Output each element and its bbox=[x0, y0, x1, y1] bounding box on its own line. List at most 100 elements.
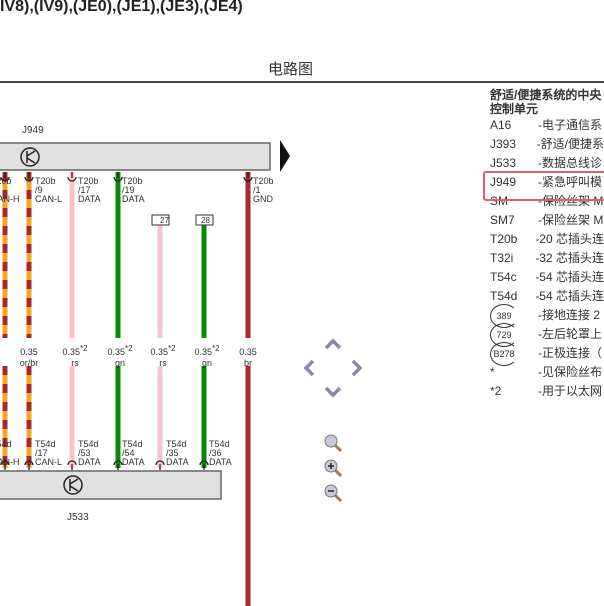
legend-item: J949-紧急呼叫模 bbox=[490, 173, 604, 192]
pin-connector-icon bbox=[155, 460, 165, 466]
ref-box-28 bbox=[195, 214, 214, 226]
legend-item: 389-接地连接 2 bbox=[490, 304, 604, 328]
continue-arrow-icon bbox=[280, 140, 290, 172]
circuit-diagram[interactable] bbox=[0, 0, 480, 606]
text-label: T54d bbox=[122, 439, 143, 449]
text-label: -数据总线诊 bbox=[538, 156, 602, 170]
text-label: *2 bbox=[124, 344, 133, 353]
zoom-in-button[interactable] bbox=[322, 457, 344, 479]
text-label: CAN-L bbox=[35, 194, 63, 204]
pin-connector-icon bbox=[67, 460, 77, 466]
text-label: /36 bbox=[209, 448, 222, 458]
text-label: CAN-H bbox=[0, 194, 20, 204]
text-label: J533 bbox=[490, 156, 517, 170]
text-label: SM bbox=[490, 194, 508, 208]
text-label: /19 bbox=[122, 185, 135, 195]
legend-item: SM7 -保险丝架 M bbox=[490, 211, 604, 230]
pin-connector-icon bbox=[24, 176, 34, 182]
text-label: T54d bbox=[78, 439, 99, 449]
text-label: -舒适/便捷系 bbox=[536, 137, 604, 151]
text-label: gn bbox=[114, 358, 125, 368]
text-label: T54d bbox=[209, 439, 230, 449]
text-label: /35 bbox=[166, 448, 179, 458]
legend-item: T54c-54 芯插头连 bbox=[490, 268, 604, 287]
text-label: SM7 bbox=[490, 213, 515, 227]
ref-28: 28 bbox=[201, 216, 210, 225]
highlight-box bbox=[483, 171, 604, 201]
text-label: T54d bbox=[35, 439, 56, 449]
text-label: 0.35 bbox=[239, 347, 257, 357]
text-label: DATA bbox=[122, 457, 145, 467]
pan-up-button[interactable] bbox=[322, 333, 344, 355]
transistor-icon bbox=[20, 147, 40, 167]
text-label: T32i bbox=[490, 251, 514, 265]
bottom-pin-label: T54d/8CAN-H bbox=[0, 440, 20, 467]
pan-right-button[interactable] bbox=[346, 357, 368, 379]
pan-left-button[interactable] bbox=[298, 357, 320, 379]
j533-unit-bar bbox=[0, 470, 222, 500]
zoom-out-button[interactable] bbox=[322, 482, 344, 504]
legend-item: * -见保险丝布 bbox=[490, 363, 604, 382]
divider bbox=[0, 81, 604, 83]
legend-item: J533 -数据总线诊 bbox=[490, 154, 604, 173]
text-label: A16 bbox=[490, 118, 512, 132]
legend-item: B278-正极连接（ bbox=[490, 342, 604, 366]
page-heading: IV8),(IV9),(JE0),(JE1),(JE3),(JE4) bbox=[0, 0, 243, 15]
text-label: -接地连接 2 bbox=[538, 308, 601, 322]
text-label: /53 bbox=[78, 448, 91, 458]
text-label: gn bbox=[201, 358, 212, 368]
ref-box-27 bbox=[151, 214, 170, 226]
text-label: -保险丝架 M bbox=[538, 194, 604, 208]
text-label: T20b bbox=[35, 176, 56, 186]
text-label: -正极连接（ bbox=[538, 346, 602, 360]
text-label: -见保险丝布 bbox=[538, 365, 602, 379]
text-label: /54 bbox=[122, 448, 135, 458]
j533-label: J533 bbox=[67, 512, 89, 523]
text-label: * bbox=[490, 365, 495, 379]
text-label: *2 bbox=[167, 344, 176, 353]
diagram-title: 电路图 bbox=[268, 61, 314, 78]
text-label: DATA bbox=[122, 194, 145, 204]
text-label: -32 芯插头连 bbox=[535, 251, 604, 265]
pin-connector-icon bbox=[113, 176, 123, 182]
text-label: 0.35 bbox=[150, 347, 168, 357]
text-label: rs bbox=[71, 358, 79, 368]
pin-connector-icon bbox=[24, 460, 34, 466]
text-label: -保险丝架 M bbox=[538, 213, 604, 227]
pan-down-button[interactable] bbox=[322, 381, 344, 403]
legend-item: *2-用于以太网 bbox=[490, 382, 604, 401]
text-label: CAN-H bbox=[0, 457, 20, 467]
text-label: 0.35 bbox=[62, 347, 80, 357]
zoom-reset-button[interactable] bbox=[322, 432, 344, 454]
text-label: -用于以太网 bbox=[538, 384, 602, 398]
text-label: T54c bbox=[490, 270, 517, 284]
wire-label: 0.35*2 gn bbox=[100, 343, 140, 369]
text-label: DATA bbox=[209, 457, 232, 467]
text-label: -左后轮罩上 bbox=[538, 327, 602, 341]
text-label: 0.35 bbox=[107, 347, 125, 357]
text-label: T20b bbox=[0, 176, 12, 186]
j949-label: J949 bbox=[22, 125, 44, 136]
text-label: T54d bbox=[490, 289, 518, 303]
pin-connector-icon bbox=[0, 176, 10, 182]
text-label: rs bbox=[159, 358, 167, 368]
text-label: DATA bbox=[166, 457, 189, 467]
text-label: br bbox=[243, 358, 252, 368]
legend-title: 舒适/便捷系统的中央 bbox=[490, 88, 602, 102]
text-label: /17 bbox=[35, 448, 48, 458]
legend-item: A16-电子通信系 bbox=[490, 116, 604, 135]
text-label: T20b bbox=[253, 176, 274, 186]
text-label: T20b bbox=[122, 176, 143, 186]
ref-27: 27 bbox=[160, 216, 169, 225]
text-label: -54 芯插头连 bbox=[535, 289, 604, 303]
pin-connector-icon bbox=[113, 460, 123, 466]
